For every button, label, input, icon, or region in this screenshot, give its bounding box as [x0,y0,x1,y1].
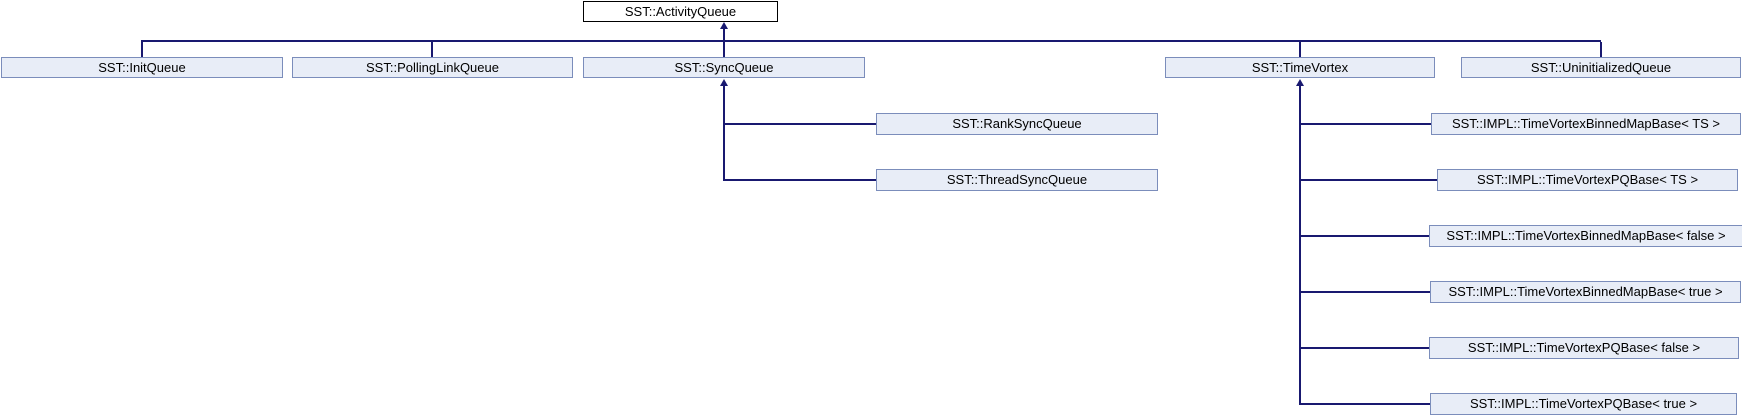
edge-branch-threadsyncqueue [723,179,876,181]
arrowhead-activityqueue [720,22,728,29]
arrowhead-timevortex [1296,79,1304,86]
node-sst-uninitializedqueue[interactable]: SST::UninitializedQueue [1461,57,1741,78]
node-timevortexpqbase-false[interactable]: SST::IMPL::TimeVortexPQBase< false > [1429,337,1739,359]
node-timevortexpqbase-ts[interactable]: SST::IMPL::TimeVortexPQBase< TS > [1437,169,1738,191]
edge-branch-ranksyncqueue [723,123,876,125]
edge-vertical-syncqueue [723,85,725,181]
node-sst-activityqueue[interactable]: SST::ActivityQueue [583,1,778,22]
node-sst-initqueue[interactable]: SST::InitQueue [1,57,283,78]
edge-branch-binnedmapbase-false [1299,235,1429,237]
arrowhead-syncqueue [720,79,728,86]
node-timevortexbinnedmapbase-ts[interactable]: SST::IMPL::TimeVortexBinnedMapBase< TS > [1431,113,1741,135]
node-timevortexbinnedmapbase-false[interactable]: SST::IMPL::TimeVortexBinnedMapBase< fals… [1429,225,1742,247]
edge-arrow-activityqueue [723,28,725,41]
node-sst-threadsyncqueue[interactable]: SST::ThreadSyncQueue [876,169,1158,191]
node-sst-syncqueue[interactable]: SST::SyncQueue [583,57,865,78]
edge-trunk [141,40,1601,42]
edge-drop-syncqueue [723,42,725,57]
edge-branch-pqbase-ts [1299,179,1437,181]
node-sst-pollinglinkqueue[interactable]: SST::PollingLinkQueue [292,57,573,78]
edge-branch-pqbase-true [1299,403,1430,405]
edge-drop-pollinglinkqueue [431,42,433,57]
edge-drop-initqueue [141,42,143,57]
node-timevortexbinnedmapbase-true[interactable]: SST::IMPL::TimeVortexBinnedMapBase< true… [1430,281,1741,303]
node-sst-ranksyncqueue[interactable]: SST::RankSyncQueue [876,113,1158,135]
edge-drop-uninitializedqueue [1600,42,1602,57]
node-timevortexpqbase-true[interactable]: SST::IMPL::TimeVortexPQBase< true > [1430,393,1737,415]
edge-drop-timevortex [1299,42,1301,57]
edge-branch-binnedmapbase-true [1299,291,1430,293]
edge-branch-pqbase-false [1299,347,1429,349]
node-sst-timevortex[interactable]: SST::TimeVortex [1165,57,1435,78]
edge-branch-binnedmapbase-ts [1299,123,1431,125]
edge-vertical-timevortex [1299,85,1301,405]
